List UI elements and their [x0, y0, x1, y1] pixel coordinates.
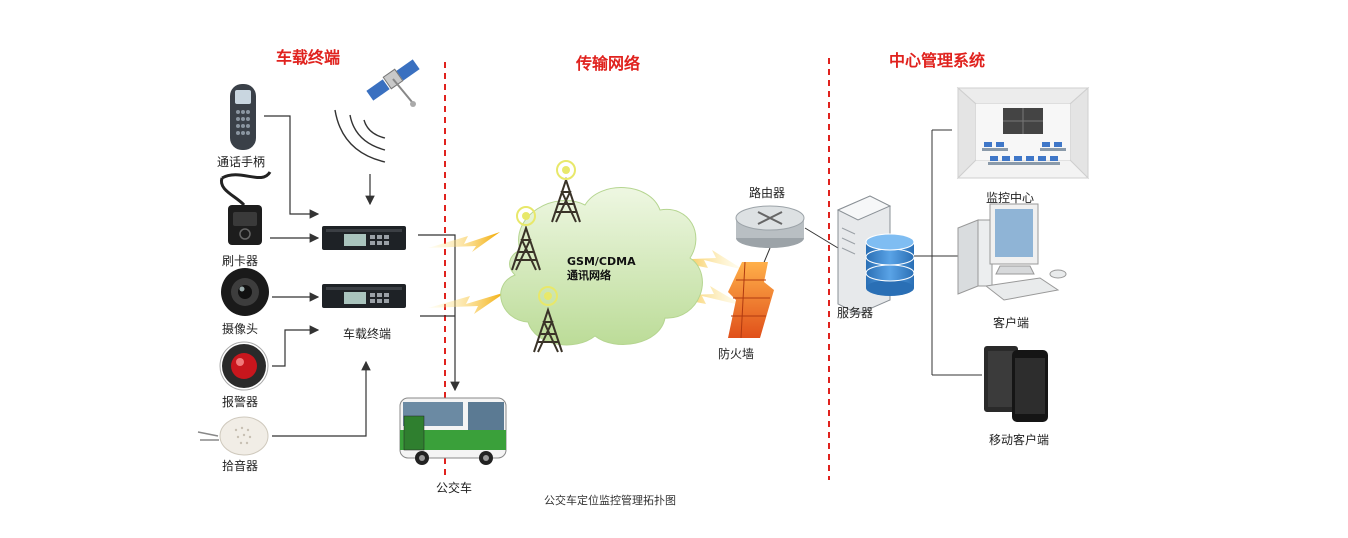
router-label: 路由器: [749, 186, 786, 200]
alarm-label: 报警器: [222, 395, 259, 409]
client-pc-icon: [957, 203, 1067, 301]
vehicle-terminal-label: 车载终端: [343, 327, 392, 341]
mobile-client-icon: [984, 346, 1048, 422]
client-label: 客户端: [993, 316, 1030, 330]
alarm-button-icon: [219, 341, 269, 391]
handset-label: 通话手柄: [217, 155, 266, 169]
database-icon: [865, 233, 915, 296]
router-icon: [735, 205, 805, 248]
lightning-bolt-icon: [428, 232, 500, 252]
pickup-microphone-icon: [197, 416, 269, 456]
vehicle-terminal-unit-1: [322, 226, 406, 250]
cell-tower-icon: [533, 286, 563, 353]
cell-tower-icon: [551, 160, 581, 223]
section-title-network: 传输网络: [576, 54, 641, 73]
center-connectors: [914, 129, 982, 376]
card-reader-label: 刷卡器: [222, 254, 259, 268]
satellite-icon: [366, 59, 420, 107]
bus-icon: [399, 397, 507, 465]
card-reader-icon: [219, 171, 272, 245]
firewall-label: 防火墙: [718, 347, 755, 361]
vehicle-terminal-unit-2: [322, 284, 406, 308]
lightning-bolt-icon: [664, 286, 744, 306]
camera-label: 摄像头: [222, 322, 259, 336]
monitor-center-icon: [956, 86, 1090, 180]
router-server-link: [804, 227, 839, 249]
cell-tower-icon: [511, 206, 541, 271]
diagram-caption: 公交车定位监控管理拓扑图: [544, 494, 676, 507]
bus-label: 公交车: [436, 481, 473, 495]
handset-icon: [230, 84, 256, 150]
pickup-label: 拾音器: [222, 459, 259, 473]
server-label: 服务器: [837, 306, 874, 320]
cloud-network-icon: [500, 187, 703, 346]
firewall-icon: [728, 261, 774, 339]
lightning-bolt-icon: [428, 292, 506, 314]
mobile-client-label: 移动客户端: [989, 433, 1050, 447]
device-connectors: [264, 115, 460, 437]
lightning-bolt-icon: [668, 250, 744, 270]
cloud-label-line2: 通讯网络: [567, 269, 611, 282]
monitor-center-label: 监控中心: [986, 191, 1035, 205]
cloud-label-line1: GSM/CDMA: [567, 255, 636, 268]
section-title-center: 中心管理系统: [889, 51, 986, 70]
camera-icon: [221, 268, 269, 316]
section-title-terminal: 车载终端: [276, 48, 341, 67]
satellite-signal-icon: [334, 109, 386, 163]
